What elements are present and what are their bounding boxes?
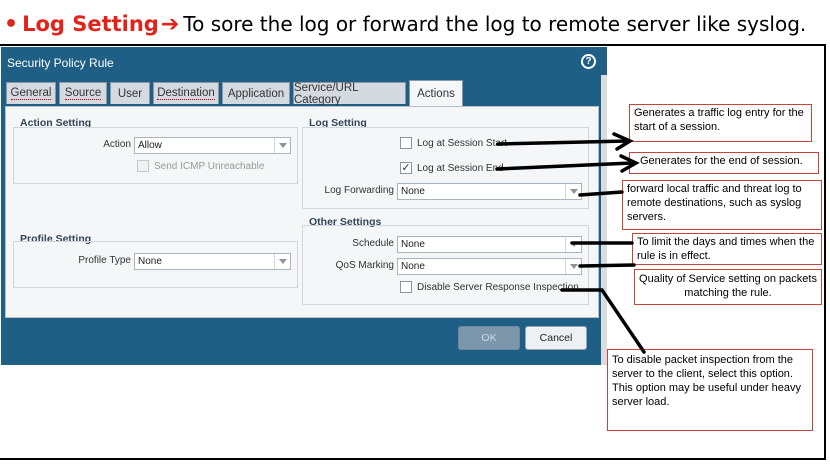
cancel-button[interactable]: Cancel bbox=[525, 326, 587, 350]
action-value: Allow bbox=[138, 140, 162, 151]
tab-service-url-category[interactable]: Service/URL Category bbox=[293, 81, 406, 106]
tab-label: Destination bbox=[157, 87, 215, 100]
chevron-down-icon bbox=[565, 259, 581, 274]
log-session-end-label: Log at Session End bbox=[417, 163, 504, 174]
schedule-select[interactable]: None bbox=[397, 236, 582, 253]
headline-description: To sore the log or forward the log to re… bbox=[183, 12, 807, 36]
send-icmp-checkbox[interactable] bbox=[137, 160, 149, 172]
action-setting-title: Action Setting bbox=[20, 117, 92, 129]
qos-marking-value: None bbox=[401, 261, 425, 272]
scrollbar[interactable] bbox=[601, 75, 607, 365]
log-session-end-checkbox[interactable]: ✓ bbox=[400, 162, 412, 174]
disable-server-response-inspection-label: Disable Server Response Inspection bbox=[417, 282, 579, 293]
checkmark-icon: ✓ bbox=[401, 161, 411, 174]
chevron-down-icon bbox=[274, 254, 290, 269]
frame-bottom-line bbox=[0, 458, 826, 460]
tab-destination[interactable]: Destination bbox=[153, 82, 219, 104]
log-session-start-checkbox[interactable] bbox=[400, 137, 412, 149]
annotation-log-end: Generates for the end of session. bbox=[629, 152, 819, 174]
frame-right-line bbox=[824, 44, 826, 460]
actions-panel: Action Setting Action Allow Send ICMP Un… bbox=[5, 106, 599, 318]
profile-setting-section bbox=[13, 241, 298, 288]
frame-top-line bbox=[0, 44, 826, 46]
tab-user[interactable]: User bbox=[110, 82, 150, 104]
annotation-disable-inspection: To disable packet inspection from the se… bbox=[607, 349, 813, 431]
ok-button[interactable]: OK bbox=[458, 326, 520, 350]
dialog-title: Security Policy Rule bbox=[7, 56, 114, 70]
tab-application[interactable]: Application bbox=[222, 82, 290, 104]
schedule-value: None bbox=[401, 239, 425, 250]
profile-type-label: Profile Type bbox=[78, 255, 131, 266]
chevron-down-icon bbox=[274, 138, 290, 153]
annotation-log-start: Generates a traffic log entry for the st… bbox=[629, 104, 812, 142]
tab-label: Actions bbox=[417, 87, 455, 100]
log-session-start-label: Log at Session Start bbox=[417, 138, 508, 149]
tab-label: General bbox=[10, 87, 52, 100]
qos-marking-select[interactable]: None bbox=[397, 258, 582, 275]
disable-server-response-inspection-checkbox[interactable] bbox=[400, 281, 412, 293]
security-policy-rule-dialog: Security Policy Rule ? General Source Us… bbox=[1, 47, 607, 365]
help-icon[interactable]: ? bbox=[581, 54, 596, 69]
right-arrow-icon: ➔ bbox=[160, 11, 180, 37]
tab-label: Source bbox=[64, 87, 102, 100]
schedule-label: Schedule bbox=[352, 238, 394, 249]
log-forwarding-value: None bbox=[401, 186, 425, 197]
tab-source[interactable]: Source bbox=[59, 82, 107, 104]
log-forwarding-label: Log Forwarding bbox=[324, 185, 394, 196]
action-label: Action bbox=[103, 139, 131, 150]
annotation-log-forwarding: forward local traffic and threat log to … bbox=[622, 180, 822, 230]
annotation-schedule: To limit the days and times when the rul… bbox=[632, 233, 822, 265]
dialog-footer: OK Cancel bbox=[1, 323, 601, 365]
tab-label: Service/URL Category bbox=[294, 81, 359, 106]
slide-headline: • Log Setting ➔ To sore the log or forwa… bbox=[4, 10, 806, 38]
chevron-down-icon bbox=[565, 184, 581, 199]
tab-label: Application bbox=[227, 87, 285, 100]
profile-type-value: None bbox=[138, 256, 162, 267]
tab-actions[interactable]: Actions bbox=[409, 80, 463, 106]
tab-general[interactable]: General bbox=[6, 82, 56, 104]
tab-label: User bbox=[117, 87, 143, 100]
log-setting-title: Log Setting bbox=[309, 117, 367, 129]
log-forwarding-select[interactable]: None bbox=[397, 183, 582, 200]
action-setting-section bbox=[13, 127, 298, 184]
arrow-log-start-head bbox=[612, 132, 634, 151]
profile-setting-title: Profile Setting bbox=[20, 233, 92, 245]
chevron-down-icon bbox=[565, 237, 581, 252]
headline-title: Log Setting bbox=[22, 12, 159, 36]
profile-type-select[interactable]: None bbox=[134, 253, 291, 270]
bullet: • bbox=[4, 11, 19, 37]
qos-marking-label: QoS Marking bbox=[335, 260, 394, 271]
action-select[interactable]: Allow bbox=[134, 137, 291, 154]
send-icmp-label: Send ICMP Unreachable bbox=[154, 161, 265, 172]
annotation-qos: Quality of Service setting on packets ma… bbox=[634, 269, 822, 305]
